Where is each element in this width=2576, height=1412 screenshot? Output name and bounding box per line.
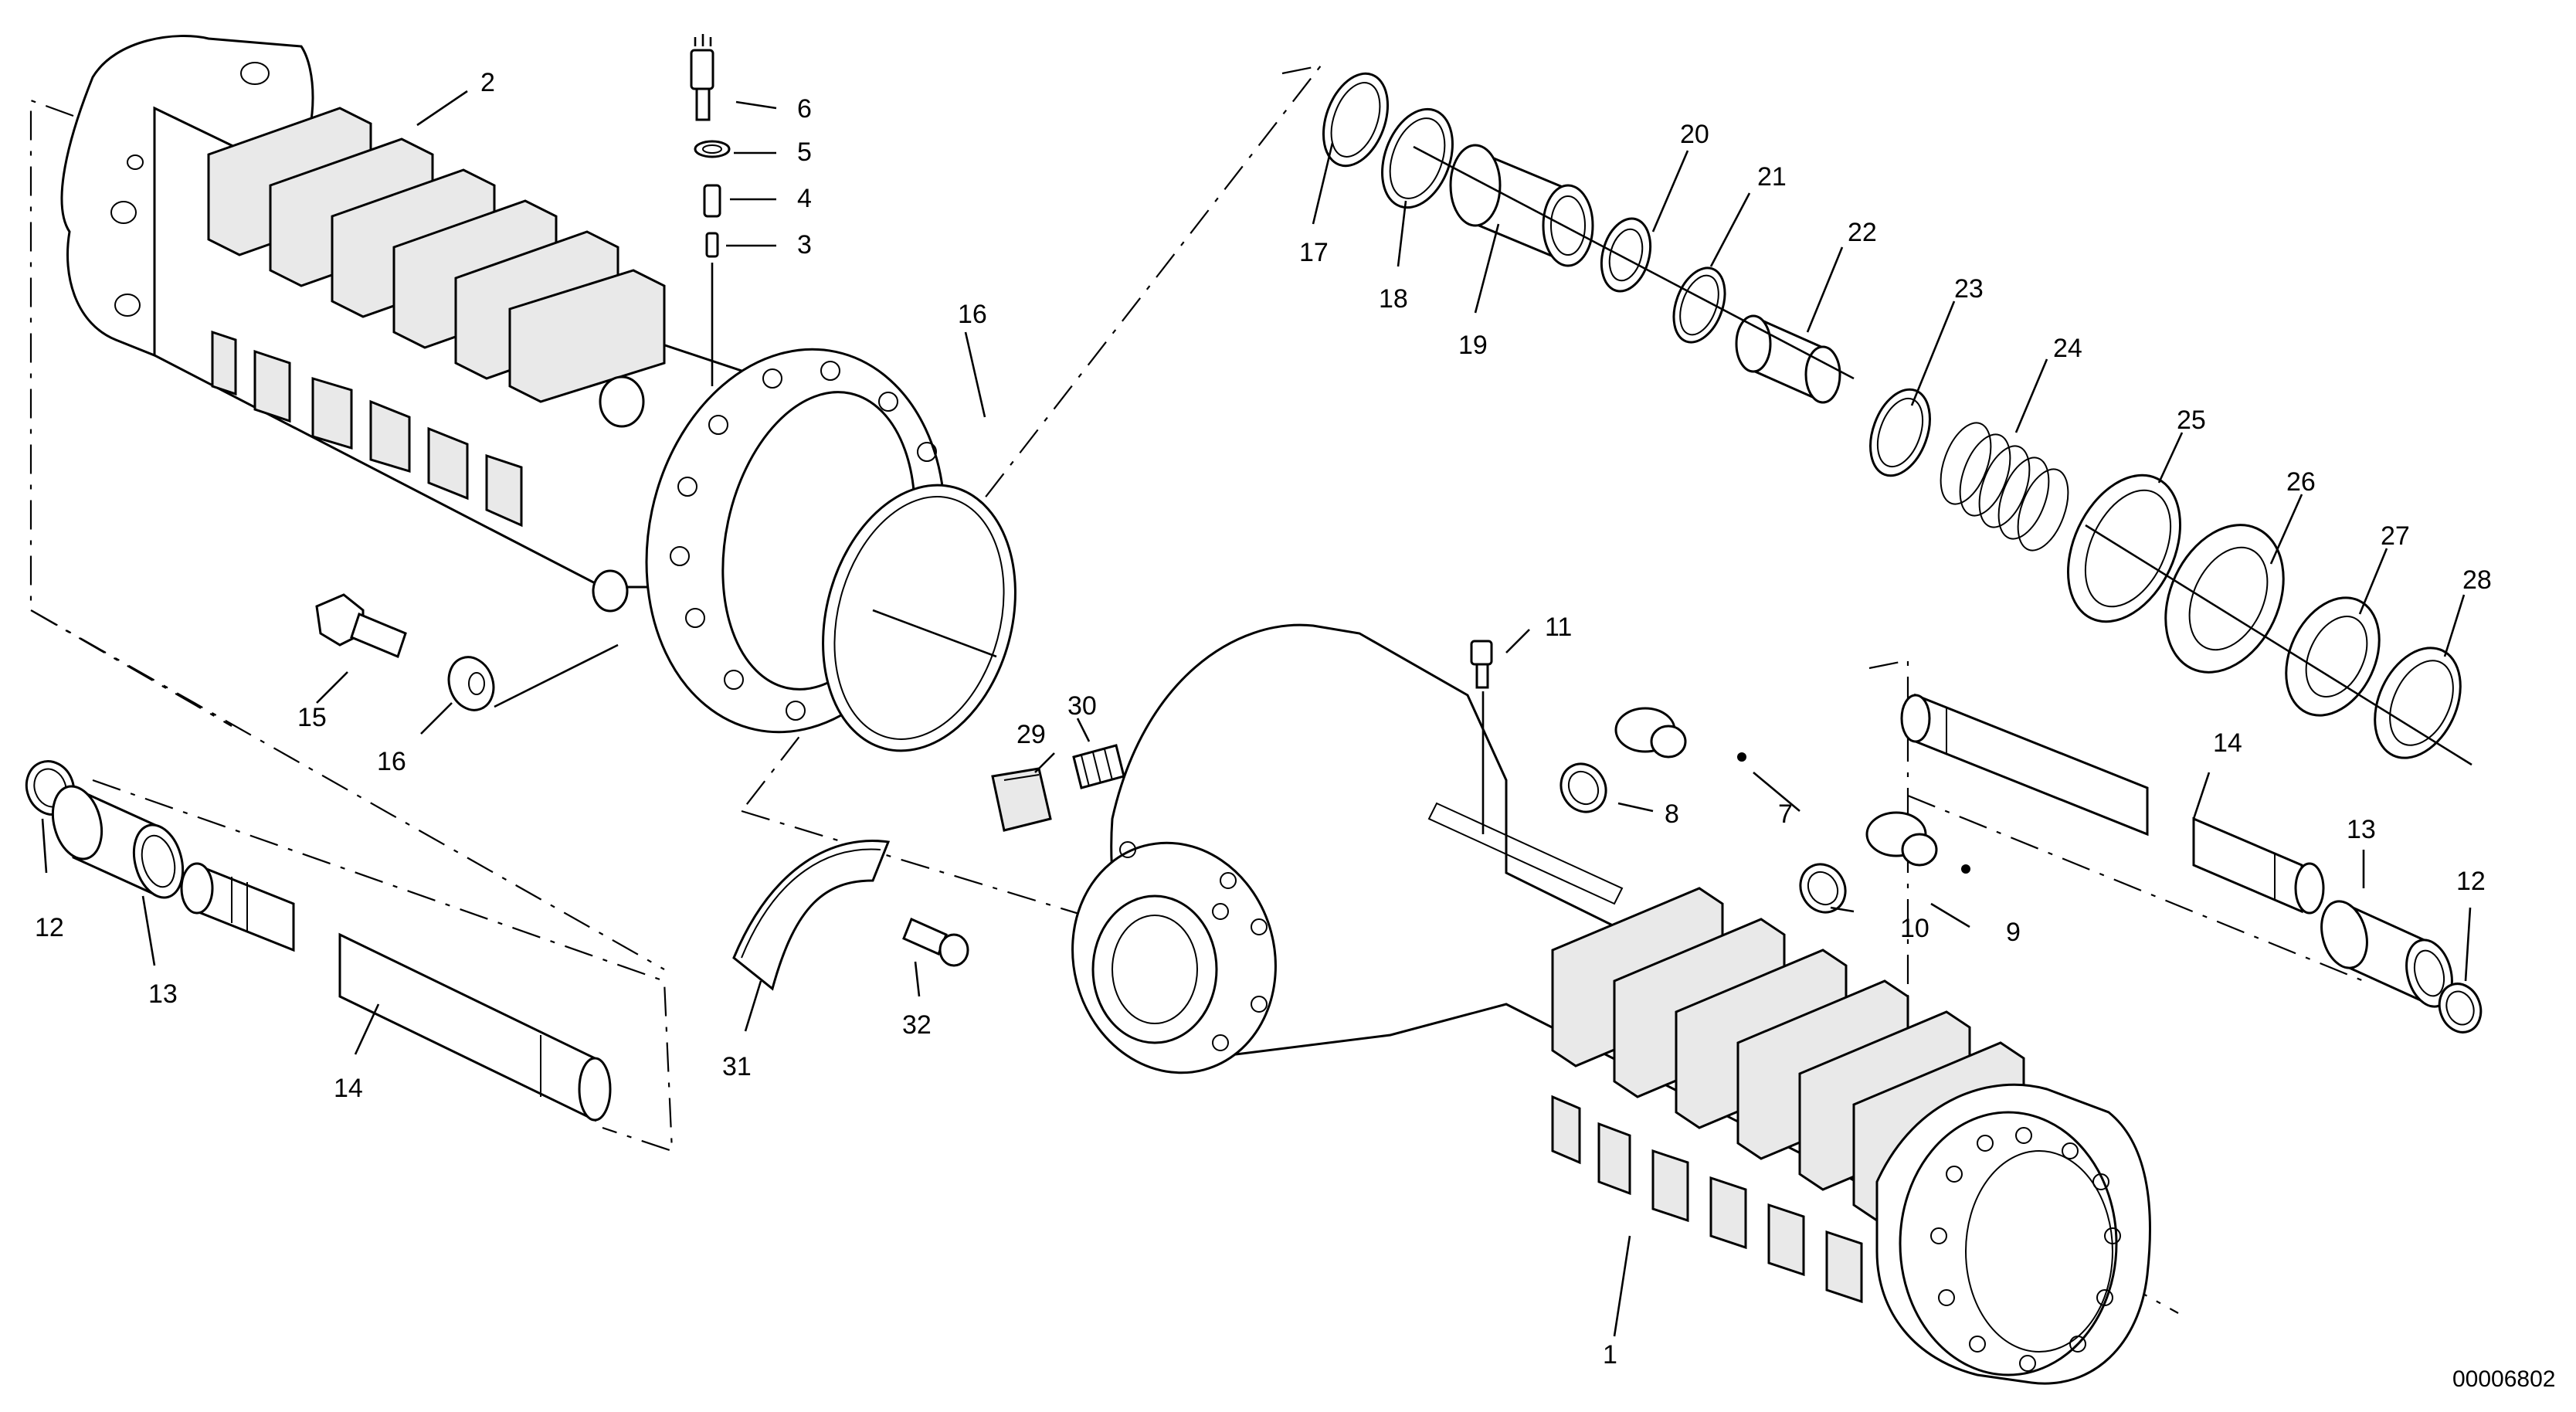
callout-4: 4: [797, 184, 812, 213]
callout-12-right: 12: [2456, 867, 2486, 896]
screw-part-33: [902, 917, 969, 967]
seal-ring-part-8: [1560, 762, 1607, 813]
callout-3: 3: [797, 230, 812, 260]
spring-part-31: [1072, 744, 1125, 789]
callout-9: 9: [2006, 918, 2021, 947]
document-number: 00006802: [2452, 1366, 2555, 1392]
callout-32: 31: [722, 1052, 752, 1081]
callout-1: 1: [1603, 1340, 1617, 1370]
bushing-part-13-right: [2320, 900, 2453, 1008]
callout-26: 25: [2177, 406, 2206, 435]
bolt-part-15: [315, 593, 407, 659]
callout-19: 18: [1379, 284, 1408, 314]
shaft-part-14-right: [1900, 693, 2325, 915]
callout-18: 17: [1299, 238, 1329, 267]
block-part-30: [991, 767, 1052, 832]
plug-part-9: [1865, 811, 1970, 874]
callout-16: 16: [377, 747, 406, 776]
plug-part-7: [1614, 707, 1746, 762]
callout-27: 26: [2286, 467, 2316, 497]
callout-22: 21: [1757, 162, 1787, 192]
callout-31: 30: [1067, 691, 1097, 721]
callout-29: 28: [2462, 565, 2492, 595]
shaft-part-14-left: [180, 862, 612, 1122]
callout-15: 15: [297, 703, 327, 732]
sensor-stack-parts-3-6: [690, 34, 731, 386]
callout-13-right: 13: [2347, 815, 2376, 844]
snap-ring-part-12-right: [2438, 983, 2483, 1034]
brake-shoe-part-32: [732, 840, 891, 991]
callout-20: 19: [1458, 331, 1488, 360]
seal-ring-part-10: [1799, 863, 1847, 914]
bushing-part-13-left: [51, 785, 185, 899]
callout-7: 7: [1778, 799, 1793, 829]
assembly-group-lines: [29, 64, 2364, 1314]
callout-30: 29: [1016, 720, 1046, 749]
callout-10: 10: [1900, 914, 1929, 943]
callout-14-left: 14: [334, 1074, 363, 1103]
callout-28: 27: [2381, 521, 2410, 551]
left-axle-housing-part-2: [60, 35, 743, 613]
callout-labels: 2 6 5 4 3 16 17 18 19 20 21 22 23 24 25 …: [35, 68, 2492, 1370]
callout-24: 23: [1954, 274, 1984, 304]
callout-25: 24: [2053, 334, 2082, 363]
callout-21: 20: [1680, 120, 1709, 149]
shaft-components-18-29: [1322, 72, 2472, 766]
callout-17: 16: [958, 300, 987, 329]
leader-lines: [41, 90, 2472, 1337]
callout-11: 11: [1545, 613, 1572, 642]
gasket-ring-part-17: [822, 484, 1016, 752]
callout-13-left: 13: [148, 979, 178, 1009]
callout-23: 22: [1848, 218, 1877, 247]
callout-33: 32: [902, 1010, 932, 1040]
callout-14-right: 14: [2213, 728, 2242, 758]
callout-6: 6: [797, 94, 812, 124]
washer-part-16: [447, 643, 619, 711]
callout-5: 5: [797, 137, 812, 167]
callout-12-left: 12: [35, 913, 64, 942]
right-axle-housing-part-1: [1071, 623, 2151, 1385]
breather-fitting-part-11: [1470, 640, 1493, 834]
callout-2: 2: [480, 68, 495, 97]
callout-8: 8: [1665, 799, 1679, 829]
